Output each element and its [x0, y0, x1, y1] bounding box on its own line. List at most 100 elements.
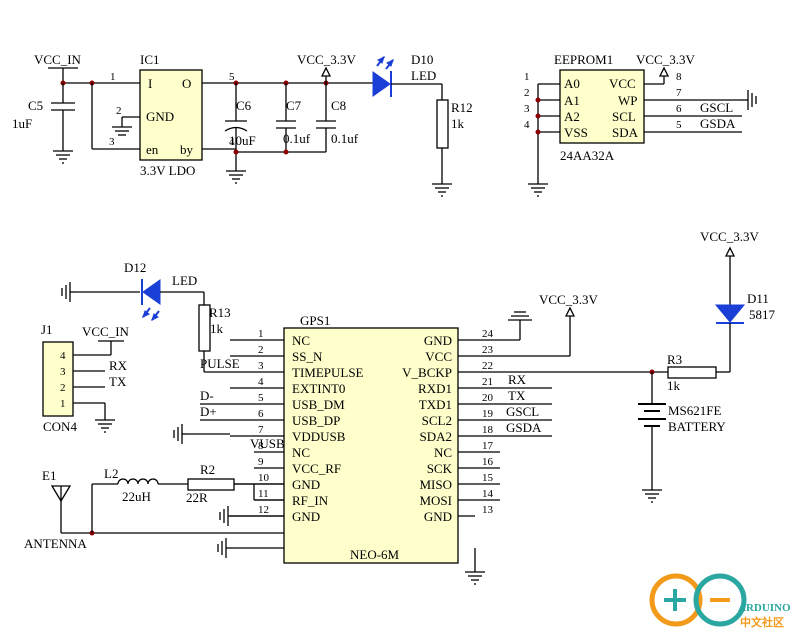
gps-pin-num-5: 5 [258, 392, 264, 404]
svg-text:1k: 1k [210, 321, 224, 336]
svg-text:C6: C6 [236, 98, 252, 113]
gps-pin-name-24: GND [424, 333, 452, 348]
svg-text:1: 1 [110, 71, 116, 83]
gps-pin-name-16: SCK [427, 461, 453, 476]
svg-text:1k: 1k [667, 378, 681, 393]
gps-pin-num-11: 11 [258, 488, 269, 500]
svg-text:ANTENNA: ANTENNA [24, 536, 87, 551]
svg-text:ARDUINO: ARDUINO [738, 602, 791, 614]
svg-text:VCC_3.3V: VCC_3.3V [539, 292, 598, 307]
gps-pin-num-21: 21 [482, 376, 493, 388]
svg-text:22uH: 22uH [122, 489, 151, 504]
antenna-e1: E1 ANTENNA [24, 468, 87, 551]
svg-text:GND: GND [146, 109, 174, 124]
svg-text:D+: D+ [200, 404, 217, 419]
svg-text:1: 1 [524, 71, 530, 83]
gps-pin-num-9: 9 [258, 456, 264, 468]
led-d12: D12 LED [124, 260, 197, 321]
svg-text:VSS: VSS [564, 125, 588, 140]
gps-pin-name-7: VDDUSB [292, 429, 346, 444]
capacitor-c8: C8 0.1uf [316, 83, 359, 152]
gps-pin-name-19: SCL2 [422, 413, 452, 428]
svg-text:2: 2 [116, 105, 122, 117]
resistor-r13: R13 1k [198, 304, 231, 352]
led-d10: D10 LED [372, 52, 442, 97]
svg-text:1k: 1k [451, 116, 465, 131]
svg-text:NEO-6M: NEO-6M [350, 547, 400, 562]
gps-pin-num-8: 8 [258, 440, 264, 452]
gps-pin-name-8: NC [292, 445, 310, 460]
svg-text:R13: R13 [209, 305, 231, 320]
gps-pin-num-19: 19 [482, 408, 494, 420]
svg-text:CON4: CON4 [43, 419, 77, 434]
svg-text:A1: A1 [564, 93, 580, 108]
svg-text:GSCL: GSCL [700, 100, 733, 115]
svg-text:4: 4 [524, 119, 530, 131]
svg-text:A0: A0 [564, 76, 580, 91]
svg-text:TX: TX [109, 374, 127, 389]
battery-ms621fe: MS621FE BATTERY [638, 372, 726, 503]
svg-text:3: 3 [109, 136, 115, 148]
resistor-r12: R12 1k [431, 84, 473, 197]
gps-pin-num-13: 13 [482, 504, 494, 516]
capacitor-c7: C7 0.1uf [276, 83, 311, 152]
gps-pin-num-24: 24 [482, 328, 494, 340]
gps-pin-name-17: NC [434, 445, 452, 460]
svg-text:4: 4 [60, 350, 66, 362]
gps-pin-num-18: 18 [482, 424, 494, 436]
gps-pin-num-10: 10 [258, 472, 270, 484]
gps-pin-name-11: RF_IN [292, 493, 329, 508]
svg-text:VUSB: VUSB [250, 436, 285, 451]
gps-pin-name-9: VCC_RF [292, 461, 341, 476]
svg-text:3: 3 [60, 366, 66, 378]
resistor-r2: R2 22R [186, 462, 235, 505]
svg-text:LED: LED [172, 273, 197, 288]
gps-pin-name-3: TIMEPULSE [292, 365, 364, 380]
svg-text:2: 2 [524, 87, 530, 99]
svg-text:2: 2 [60, 382, 66, 394]
svg-text:MS621FE: MS621FE [668, 403, 722, 418]
svg-text:D-: D- [200, 388, 214, 403]
gps-pin-name-13: GND [424, 509, 452, 524]
svg-text:GSCL: GSCL [506, 404, 539, 419]
gps-pin-name-20: TXD1 [419, 397, 452, 412]
antenna-section: E1 ANTENNA L2 22uH R2 22R [24, 462, 284, 559]
svg-text:1uF: 1uF [12, 116, 32, 131]
svg-text:GSDA: GSDA [506, 420, 542, 435]
svg-text:VCC_3.3V: VCC_3.3V [297, 52, 356, 67]
svg-text:C8: C8 [331, 98, 346, 113]
gps-pin-num-15: 15 [482, 472, 494, 484]
svg-text:PULSE: PULSE [200, 356, 240, 371]
gps-pin-num-1: 1 [258, 328, 264, 340]
gps-pin-name-22: V_BCKP [402, 365, 452, 380]
svg-text:R3: R3 [667, 352, 682, 367]
gps-pin-num-6: 6 [258, 408, 264, 420]
svg-text:LED: LED [411, 68, 436, 83]
svg-text:WP: WP [618, 93, 638, 108]
gps-pin-num-7: 7 [258, 424, 264, 436]
gps-pin-name-14: MOSI [419, 493, 452, 508]
svg-text:1: 1 [60, 398, 66, 410]
gps-pin-num-20: 20 [482, 392, 494, 404]
svg-text:5: 5 [229, 71, 235, 83]
svg-text:en: en [146, 142, 159, 157]
svg-text:中文社区: 中文社区 [740, 615, 784, 629]
gps-pin-name-10: GND [292, 477, 320, 492]
svg-text:D12: D12 [124, 260, 146, 275]
gps-pin-num-22: 22 [482, 360, 493, 372]
gps-pin-name-6: USB_DP [292, 413, 340, 428]
svg-text:C5: C5 [28, 98, 43, 113]
svg-text:L2: L2 [104, 466, 118, 481]
capacitor-c5: C5 1uF [12, 83, 75, 164]
svg-text:4: 4 [229, 136, 235, 148]
diode-d11: D11 5817 [714, 291, 776, 324]
svg-text:I: I [148, 76, 152, 91]
svg-text:J1: J1 [41, 322, 53, 337]
gps-right-pins: 24GND23VCC22V_BCKP21RXD120TXD119SCL218SD… [402, 328, 668, 524]
svg-text:SCL: SCL [612, 109, 636, 124]
svg-text:0.1uf: 0.1uf [283, 131, 311, 146]
battery-section: VCC_3.3V D11 5817 R3 1k MS621FE BATTERY [638, 229, 776, 503]
svg-text:RX: RX [109, 358, 128, 373]
vcc-in-label: VCC_IN [34, 52, 82, 67]
gps-pin-num-2: 2 [258, 344, 264, 356]
